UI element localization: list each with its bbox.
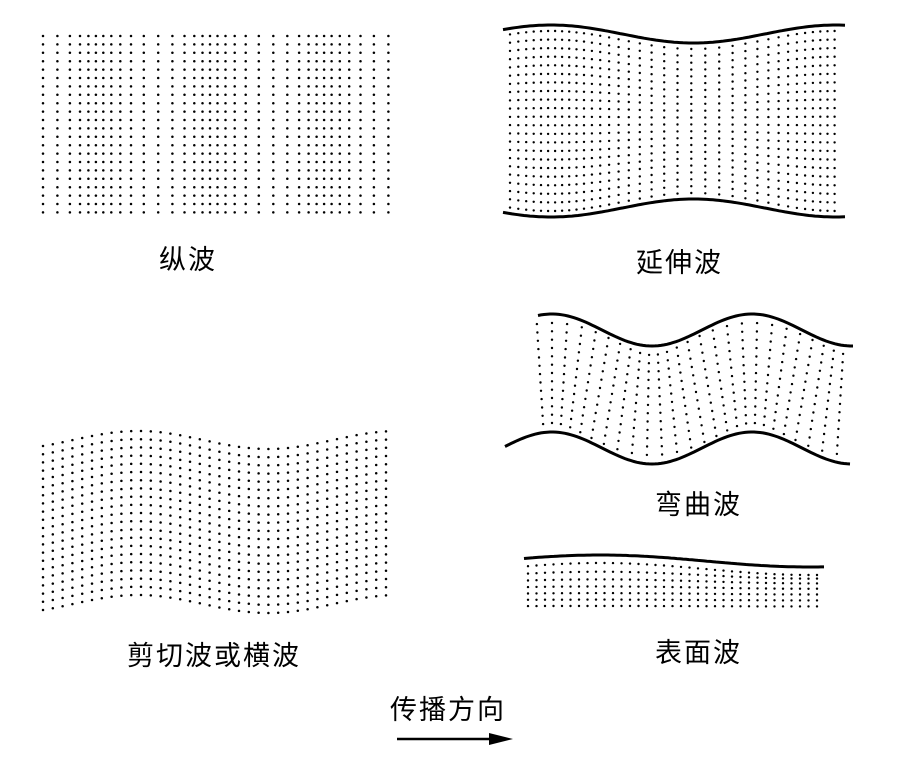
surface-wave-dots [526, 561, 819, 608]
flexural-top-boundary [537, 312, 853, 348]
shear-wave-dots [41, 429, 388, 615]
right-arrow-icon [397, 733, 513, 745]
surface-wave-label: 表面波 [655, 638, 742, 669]
surface-top-boundary [523, 553, 824, 569]
propagation-direction-label: 传播方向 [390, 695, 506, 726]
flexural-bottom-boundary [504, 430, 851, 466]
extensional-wave-label: 延伸波 [636, 248, 723, 279]
longitudinal-wave-dots [41, 34, 390, 214]
shear-wave-label: 剪切波或横波 [127, 641, 301, 672]
extensional-top-boundary [502, 23, 846, 45]
flexural-wave-label: 弯曲波 [655, 490, 742, 521]
extensional-bottom-boundary [502, 197, 846, 219]
extensional-wave-dots [508, 29, 836, 213]
flexural-wave-dots [535, 321, 845, 457]
longitudinal-wave-label: 纵波 [159, 245, 217, 276]
